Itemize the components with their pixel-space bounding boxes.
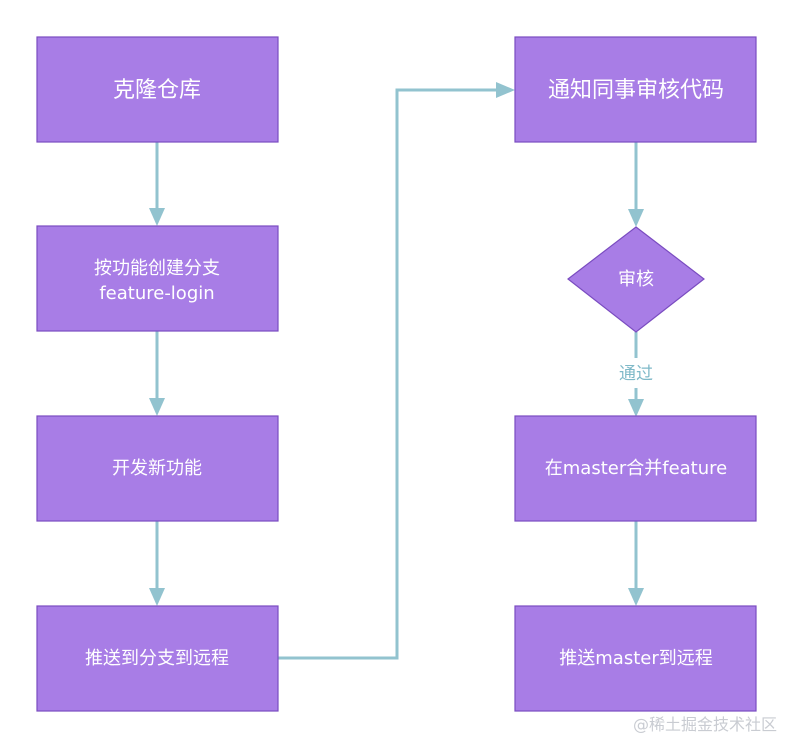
connector-review-to-merge [628, 332, 644, 417]
node-push-branch-label: 推送到分支到远程 [85, 648, 229, 669]
node-create-branch-label-1: 按功能创建分支 [94, 258, 220, 279]
node-notify-review-label: 通知同事审核代码 [548, 78, 724, 103]
connector-notify-to-review [628, 142, 644, 227]
connector-merge-to-push-master [628, 521, 644, 606]
node-create-branch[interactable]: 按功能创建分支 feature-login [36, 225, 279, 332]
edge-label-pass: 通过 [619, 364, 653, 384]
node-push-master-label: 推送master到远程 [559, 648, 712, 669]
node-merge-master[interactable]: 在master合并feature [514, 415, 757, 522]
node-merge-master-label: 在master合并feature [545, 458, 727, 479]
node-push-branch[interactable]: 推送到分支到远程 [36, 605, 279, 712]
connector-clone-to-branch [149, 142, 165, 226]
node-review-decision-label: 审核 [618, 269, 654, 290]
node-develop-feature-label: 开发新功能 [112, 458, 202, 479]
node-notify-review[interactable]: 通知同事审核代码 [514, 36, 757, 143]
node-create-branch-label-2: feature-login [99, 283, 214, 304]
connector-push-branch-to-notify [278, 82, 515, 660]
node-clone-repo[interactable]: 克隆仓库 [36, 36, 279, 143]
watermark: @稀土掘金技术社区 [632, 715, 777, 734]
node-review-decision[interactable]: 审核 [567, 226, 705, 333]
connector-branch-to-develop [149, 331, 165, 416]
connector-develop-to-push-branch [149, 521, 165, 606]
node-develop-feature[interactable]: 开发新功能 [36, 415, 279, 522]
node-push-master[interactable]: 推送master到远程 [514, 605, 757, 712]
node-clone-repo-label: 克隆仓库 [113, 78, 201, 103]
